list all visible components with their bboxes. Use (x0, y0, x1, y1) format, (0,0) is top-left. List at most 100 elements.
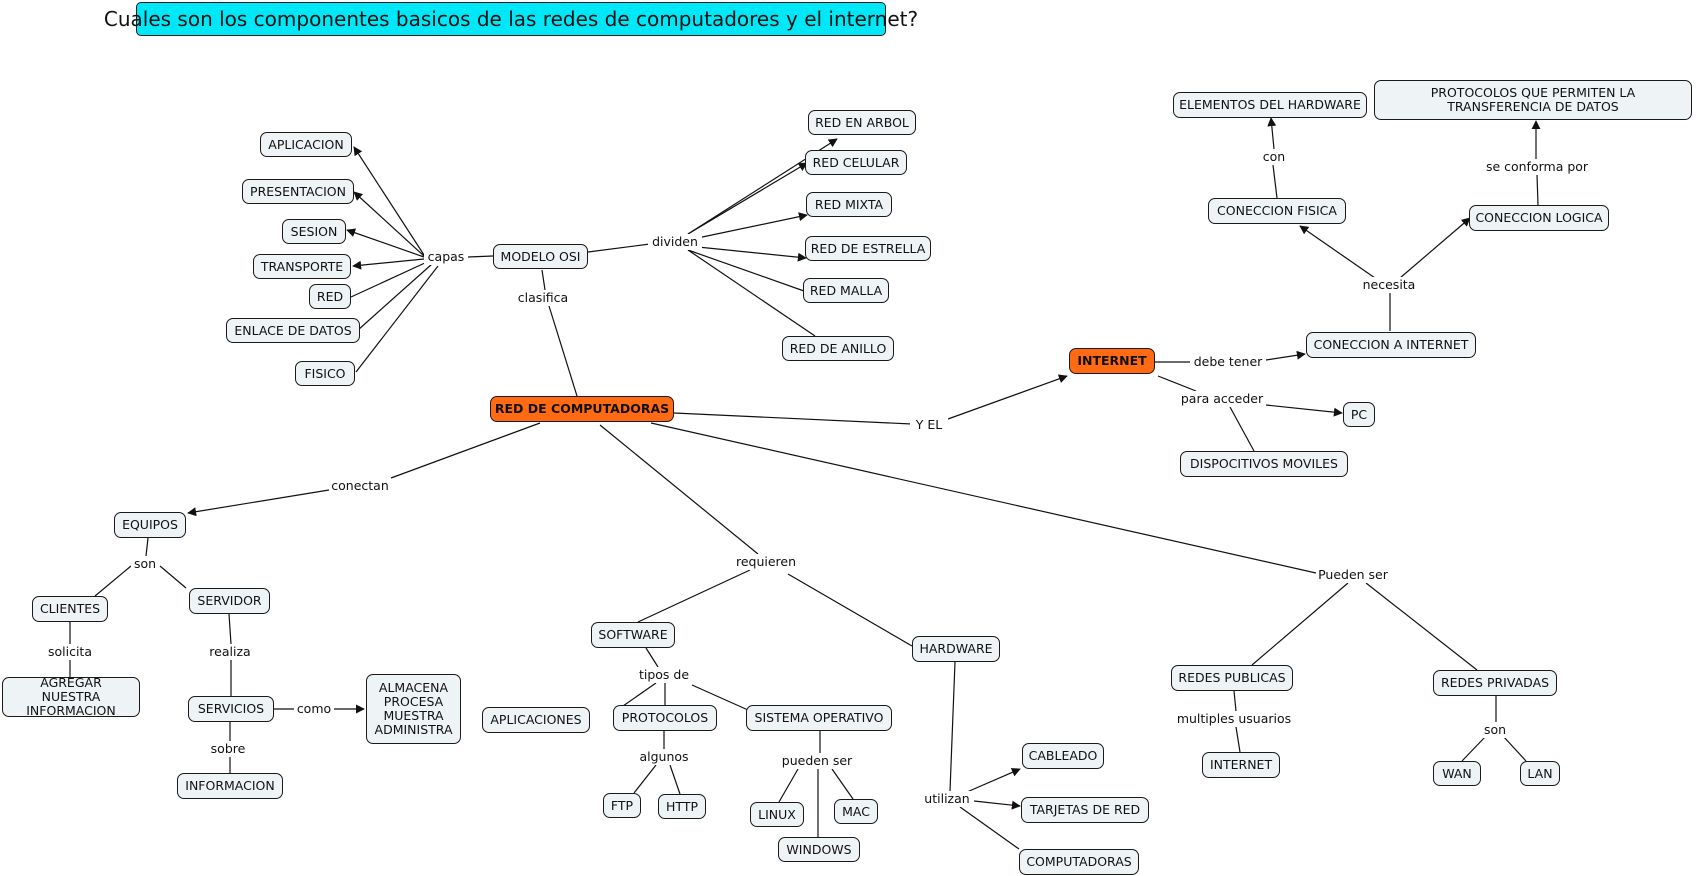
connector-line-7 (355, 265, 439, 373)
concept-protocolos-transferencia[interactable]: PROTOCOLOS QUE PERMITEN LA TRANSFERENCIA… (1374, 80, 1692, 120)
concept-presentacion[interactable]: PRESENTACION (242, 179, 354, 204)
concept-almacena-procesa[interactable]: ALMACENA PROCESA MUESTRA ADMINISTRA (366, 674, 461, 744)
connector-line-8 (587, 243, 651, 253)
connector-line-22 (1299, 225, 1376, 279)
connector-line-14 (687, 249, 816, 337)
connector-line-57 (831, 768, 854, 800)
concept-informacion[interactable]: INFORMACION (177, 773, 283, 799)
connector-line-32 (187, 489, 330, 517)
connector-line-61 (959, 806, 1020, 850)
concept-protocolos[interactable]: PROTOCOLOS (613, 705, 717, 731)
concept-red-en-arbol[interactable]: RED EN ARBOL (808, 110, 916, 135)
connector-line-47 (645, 647, 659, 668)
link-pueden-ser: pueden ser (780, 753, 854, 769)
connector-line-46 (787, 573, 913, 647)
connector-line-3 (346, 228, 425, 258)
concept-red-de-estrella[interactable]: RED DE ESTRELLA (805, 236, 931, 261)
concept-conexion-fisica[interactable]: CONECCION FISICA (1208, 198, 1346, 224)
concept-red-malla[interactable]: RED MALLA (803, 278, 889, 303)
concept-aplicacion[interactable]: APLICACION (260, 132, 352, 157)
link-como: como (294, 701, 334, 717)
concept-hardware[interactable]: HARDWARE (912, 636, 1000, 662)
connector-line-20 (1265, 350, 1306, 361)
concept-linux[interactable]: LINUX (750, 802, 804, 827)
link-son-privadas: son (1481, 722, 1509, 738)
concept-equipos[interactable]: EQUIPOS (114, 512, 186, 538)
concept-aplicaciones[interactable]: APLICACIONES (482, 707, 590, 733)
link-algunos: algunos (636, 749, 692, 765)
connector-line-28 (1267, 117, 1277, 150)
concept-agregar-informacion[interactable]: AGREGAR NUESTRA INFORMACION (2, 676, 140, 718)
link-y-el: Y EL (910, 417, 948, 433)
concept-cableado[interactable]: CABLEADO (1022, 743, 1104, 769)
concept-red[interactable]: RED (309, 284, 351, 309)
concept-software[interactable]: SOFTWARE (591, 622, 675, 648)
link-utilizan: utilizan (922, 791, 972, 807)
concept-red-mixta[interactable]: RED MIXTA (806, 192, 892, 217)
link-multiples-usuarios: multiples usuarios (1176, 711, 1292, 727)
concept-red-de-anillo[interactable]: RED DE ANILLO (782, 336, 894, 361)
concept-conexion-a-internet[interactable]: CONECCION A INTERNET (1306, 332, 1476, 358)
connector-line-2 (353, 191, 425, 257)
connector-line-1 (353, 146, 425, 256)
link-sobre: sobre (207, 741, 249, 757)
concept-enlace-de-datos[interactable]: ENLACE DE DATOS (226, 318, 360, 343)
concept-redes-privadas[interactable]: REDES PRIVADAS (1433, 670, 1557, 696)
concept-modelo-osi[interactable]: MODELO OSI (493, 244, 588, 269)
concept-ftp[interactable]: FTP (603, 793, 641, 818)
connector-line-53 (669, 764, 681, 795)
connector-line-29 (1536, 174, 1539, 206)
connector-line-11 (687, 212, 808, 241)
concept-fisico[interactable]: FISICO (295, 361, 355, 386)
connector-line-4 (352, 258, 425, 270)
connector-line-10 (687, 162, 808, 235)
connector-line-68 (1461, 735, 1487, 762)
connector-line-50 (691, 684, 749, 711)
connector-line-0 (467, 255, 494, 258)
connector-line-45 (637, 569, 751, 623)
link-dividen: dividen (648, 234, 702, 250)
connector-line-62 (650, 422, 1317, 574)
connector-line-44 (599, 424, 759, 555)
concept-pc[interactable]: PC (1343, 402, 1375, 427)
concept-clientes[interactable]: CLIENTES (32, 596, 108, 622)
concept-internet[interactable]: INTERNET (1069, 348, 1155, 374)
concept-conexion-logica[interactable]: CONECCION LOGICA (1469, 205, 1609, 231)
connector-line-35 (159, 565, 187, 589)
link-pueden-ser-redes: Pueden ser (1316, 567, 1390, 583)
concept-red-celular[interactable]: RED CELULAR (805, 150, 907, 175)
connector-line-18 (947, 374, 1068, 420)
concept-computadoras[interactable]: COMPUTADORAS (1019, 849, 1139, 875)
concept-mac[interactable]: MAC (834, 799, 878, 824)
connector-line-59 (966, 768, 1021, 793)
concept-windows[interactable]: WINDOWS (778, 837, 860, 862)
concept-tarjetas-de-red[interactable]: TARJETAS DE RED (1021, 797, 1149, 823)
concept-lan[interactable]: LAN (1520, 761, 1560, 786)
concept-transporte[interactable]: TRANSPORTE (253, 254, 351, 279)
connector-line-23 (1399, 217, 1471, 279)
concept-servicios[interactable]: SERVICIOS (188, 696, 274, 722)
link-conectan: conectan (329, 478, 391, 494)
connector-line-12 (687, 245, 807, 262)
link-tipos-de: tipos de (637, 667, 691, 683)
link-realiza: realiza (205, 644, 255, 660)
concept-wan[interactable]: WAN (1433, 761, 1481, 786)
link-se-conforma-por: se conforma por (1481, 159, 1593, 175)
connector-line-27 (1272, 164, 1278, 199)
concept-sesion[interactable]: SESION (282, 219, 346, 244)
link-clasifica: clasifica (515, 290, 571, 306)
concept-red-de-computadoras[interactable]: RED DE COMPUTADORAS (490, 396, 674, 422)
connector-line-26 (1229, 406, 1255, 452)
concept-internet-publico[interactable]: INTERNET (1202, 752, 1280, 778)
connector-line-52 (633, 764, 657, 794)
connector-line-13 (687, 249, 805, 292)
concept-dispositivos-moviles[interactable]: DISPOCITIVOS MOVILES (1180, 451, 1348, 477)
concept-redes-publicas[interactable]: REDES PUBLICAS (1171, 665, 1293, 691)
concept-servidor[interactable]: SERVIDOR (189, 588, 270, 614)
concept-sistema-operativo[interactable]: SISTEMA OPERATIVO (746, 705, 892, 731)
connector-line-48 (622, 682, 657, 707)
connector-line-33 (145, 537, 149, 557)
concept-http[interactable]: HTTP (658, 794, 706, 819)
concept-elementos-del-hardware[interactable]: ELEMENTOS DEL HARDWARE (1173, 92, 1367, 118)
connector-line-65 (1233, 690, 1237, 712)
